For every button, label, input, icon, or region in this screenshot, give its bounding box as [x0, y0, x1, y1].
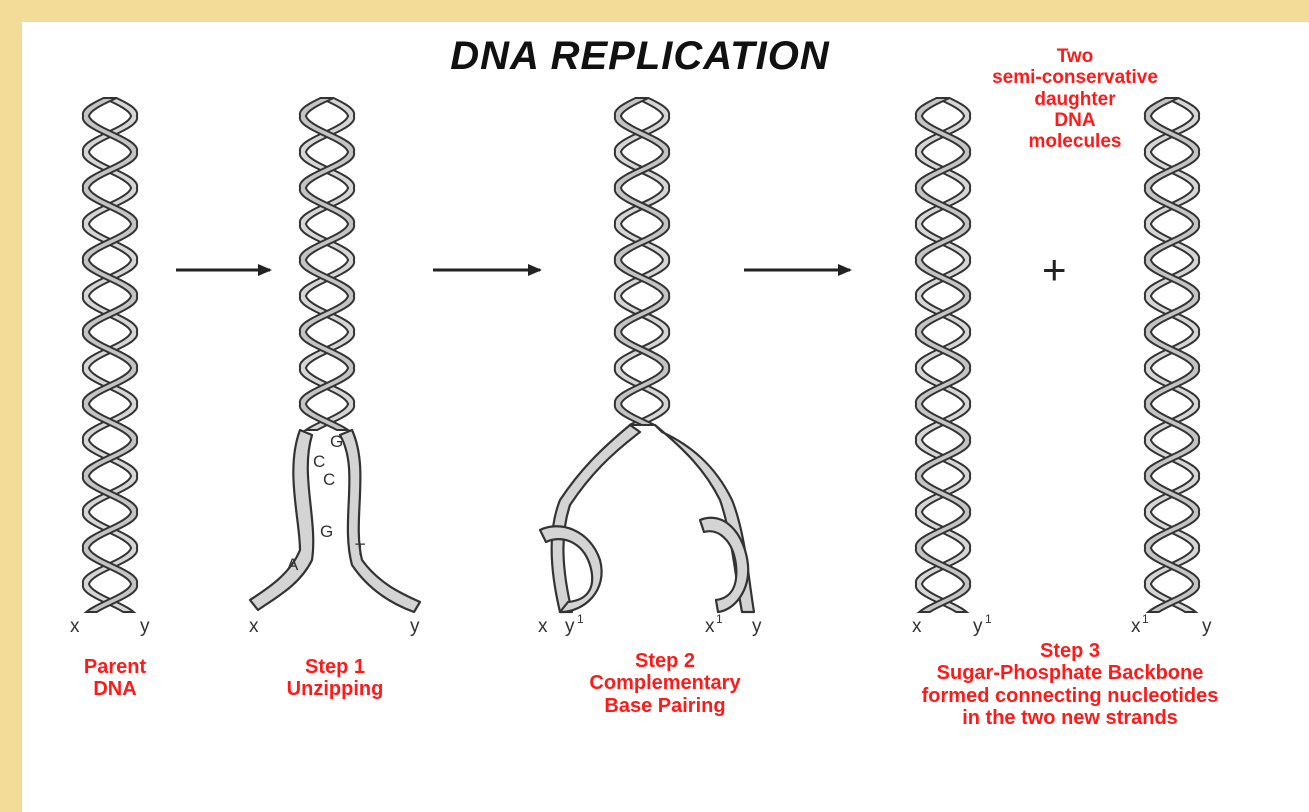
parent-caption-line-2: DNA	[50, 678, 180, 700]
step2-caption-line-1: Step 2	[560, 650, 770, 672]
parent-y-label: y	[140, 616, 150, 638]
step2-helix	[615, 98, 669, 425]
step3-y-label: y	[1202, 616, 1212, 638]
step1-helix	[300, 98, 354, 430]
base-label-c1: C	[313, 452, 325, 472]
step2-x1-label: x	[705, 616, 715, 638]
step3-x1-superscript: 1	[1142, 612, 1149, 626]
daughter-helix-right	[1145, 98, 1199, 612]
base-label-t: T	[355, 540, 365, 560]
diagram-title: DNA REPLICATION	[400, 34, 880, 79]
base-label-g2: G	[320, 522, 333, 542]
daughter-note-line-3: daughter	[955, 89, 1195, 110]
step2-y1-label: y	[565, 616, 575, 638]
step3-caption-line-4: in the two new strands	[880, 707, 1260, 729]
step1-right-strand	[340, 430, 420, 612]
daughter-helix-left-strand-2	[916, 98, 970, 612]
step2-caption-line-2: Complementary	[560, 672, 770, 694]
step3-y1-label: y	[973, 616, 983, 638]
step3-x1-label: x	[1131, 616, 1141, 638]
parent-dna-helix-strand-2	[83, 98, 137, 612]
step2-caption-line-3: Base Pairing	[560, 695, 770, 717]
step2-caption: Step 2 Complementary Base Pairing	[560, 650, 770, 717]
step3-caption-line-3: formed connecting nucleotides	[880, 685, 1260, 707]
step3-y1-superscript: 1	[985, 612, 992, 626]
daughter-note-line-5: molecules	[955, 131, 1195, 152]
daughter-helix-left-strand-1	[916, 98, 970, 612]
step1-y-label: y	[410, 616, 420, 638]
daughter-note-line-2: semi-conservative	[955, 67, 1195, 88]
daughter-helix-left	[916, 98, 970, 612]
base-label-a: A	[287, 555, 298, 575]
step2-y-label: y	[752, 616, 762, 638]
step1-caption-line-1: Step 1	[250, 656, 420, 678]
step1-x-label: x	[249, 616, 259, 638]
step3-x-label: x	[912, 616, 922, 638]
parent-dna-caption: Parent DNA	[50, 656, 180, 701]
parent-dna-helix-strand-1	[83, 98, 137, 612]
step3-caption-line-2: Sugar-Phosphate Backbone	[880, 662, 1260, 684]
step2-x-label: x	[538, 616, 548, 638]
daughter-helix-right-strand-2	[1145, 98, 1199, 612]
step1-left-strand	[250, 430, 313, 610]
daughter-note-line-4: DNA	[955, 110, 1195, 131]
daughter-helix-right-strand-1	[1145, 98, 1199, 612]
parent-caption-line-1: Parent	[50, 656, 180, 678]
parent-dna-helix	[83, 98, 137, 612]
base-label-g1: G	[330, 432, 343, 452]
step2-y1-superscript: 1	[577, 612, 584, 626]
step3-caption: Step 3 Sugar-Phosphate Backbone formed c…	[880, 640, 1260, 730]
daughter-note-line-1: Two	[955, 46, 1195, 67]
step1-caption: Step 1 Unzipping	[250, 656, 420, 701]
step2-x1-superscript: 1	[716, 612, 723, 626]
parent-x-label: x	[70, 616, 80, 638]
step2-fork-left-coil	[540, 526, 602, 612]
daughter-molecules-note: Two semi-conservative daughter DNA molec…	[955, 46, 1195, 152]
step3-caption-line-1: Step 3	[880, 640, 1260, 662]
step1-caption-line-2: Unzipping	[250, 678, 420, 700]
base-label-c2: C	[323, 470, 335, 490]
plus-sign: +	[1042, 246, 1067, 294]
